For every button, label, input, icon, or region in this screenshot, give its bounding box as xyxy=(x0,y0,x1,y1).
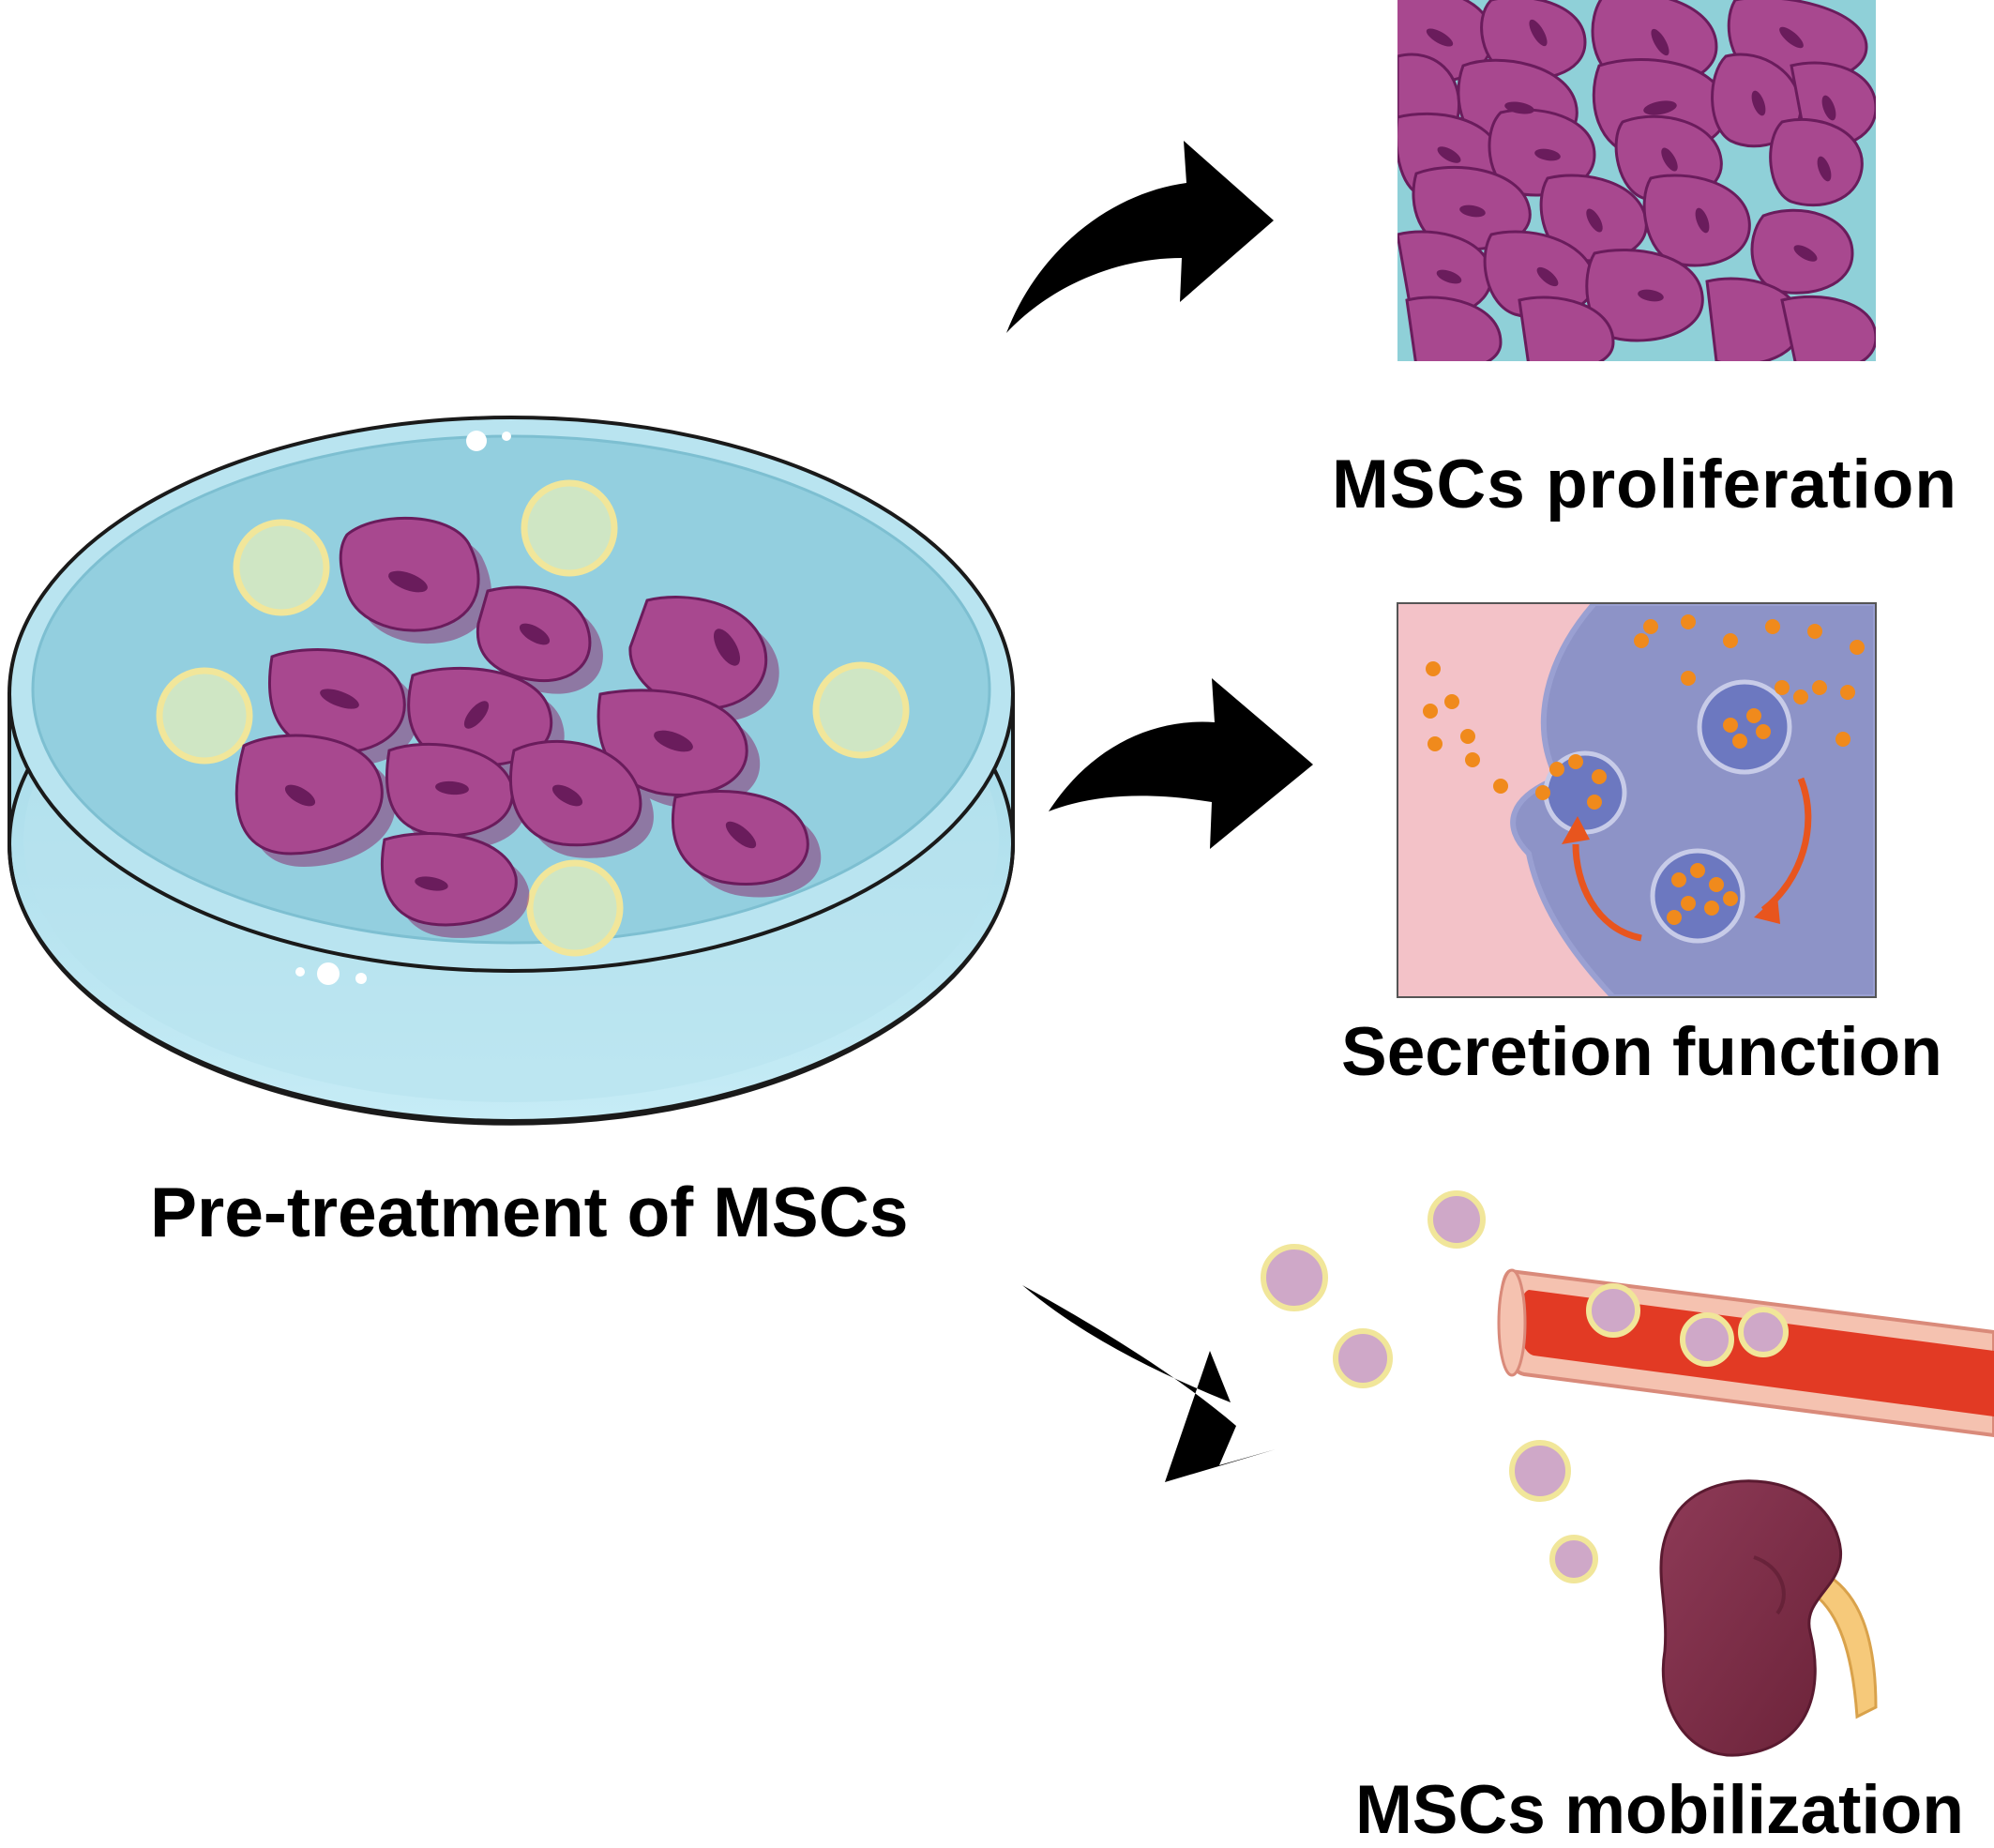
cell xyxy=(628,596,768,711)
secretion-label: Secretion function xyxy=(1341,1014,1942,1090)
green-bead xyxy=(812,661,910,759)
mobilization-image xyxy=(1261,1190,1994,1757)
msc-cell xyxy=(1680,1312,1734,1367)
vesicle xyxy=(1697,679,1792,775)
cell xyxy=(380,831,518,927)
secretion-image xyxy=(1397,603,1876,997)
kidney xyxy=(1659,1479,1842,1757)
arrow-to-mobilization-icon xyxy=(1022,1285,1276,1482)
msc-cell xyxy=(1586,1283,1640,1338)
green-bead xyxy=(521,479,618,577)
proliferation-label: MSCs proliferation xyxy=(1332,447,1957,523)
msc-cell xyxy=(1261,1244,1328,1311)
msc-cell xyxy=(1509,1440,1571,1502)
msc-cell xyxy=(1333,1328,1393,1388)
proliferation-image xyxy=(1397,0,1876,361)
pretreatment-label: Pre-treatment of MSCs xyxy=(150,1173,909,1251)
green-bead xyxy=(233,519,330,616)
ureter xyxy=(1812,1573,1878,1719)
msc-cell xyxy=(1738,1307,1789,1357)
arrow-to-proliferation-icon xyxy=(1006,141,1274,333)
green-bead xyxy=(526,859,624,957)
dish-cells xyxy=(234,516,822,938)
dish-beads xyxy=(156,479,910,957)
arrow-to-secretion-icon xyxy=(1049,678,1313,849)
arrows xyxy=(1006,141,1313,1482)
msc-cell xyxy=(1428,1190,1486,1249)
mobilization-label: MSCs mobilization xyxy=(1355,1772,1964,1848)
msc-cell xyxy=(1549,1535,1598,1583)
green-bead xyxy=(156,667,253,765)
